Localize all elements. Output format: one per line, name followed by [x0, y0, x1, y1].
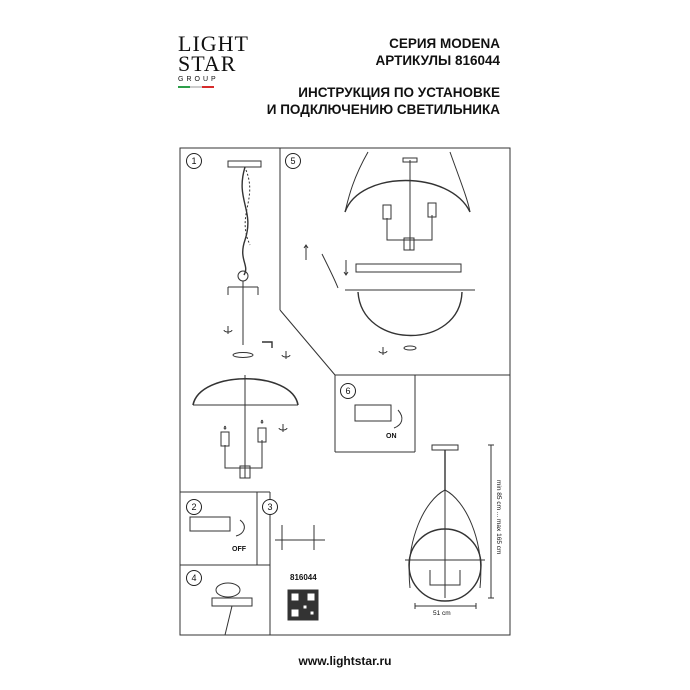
- instruction-title-line1: ИНСТРУКЦИЯ ПО УСТАНОВКЕ: [298, 85, 500, 100]
- step-4-number: 4: [186, 570, 202, 586]
- step-6-label: ON: [386, 433, 397, 440]
- logo-line2: STAR: [178, 51, 237, 76]
- instruction-title-line2: И ПОДКЛЮЧЕНИЮ СВЕТИЛЬНИКА: [266, 102, 500, 117]
- height-dimension: min 85 cm ... max 165 cm: [495, 480, 502, 555]
- step-6-number: 6: [340, 383, 356, 399]
- step-1-number: 1: [186, 153, 202, 169]
- logo-line3: GROUP: [178, 76, 219, 83]
- product-code: 816044: [290, 573, 317, 582]
- footer-url[interactable]: www.lightstar.ru: [298, 654, 392, 668]
- width-dimension: 51 cm: [433, 610, 451, 617]
- step-2-label: OFF: [232, 546, 246, 553]
- step-5-number: 5: [285, 153, 301, 169]
- article-number: АРТИКУЛЫ 816044: [375, 53, 500, 68]
- italian-flag-icon: [178, 86, 214, 88]
- logo-line1: LIGHT: [178, 31, 249, 56]
- brand-logo: LIGHT STAR GROUP: [178, 31, 249, 106]
- step-2-number: 2: [186, 499, 202, 515]
- step-3-number: 3: [262, 499, 278, 515]
- series-title: СЕРИЯ MODENA: [389, 36, 500, 51]
